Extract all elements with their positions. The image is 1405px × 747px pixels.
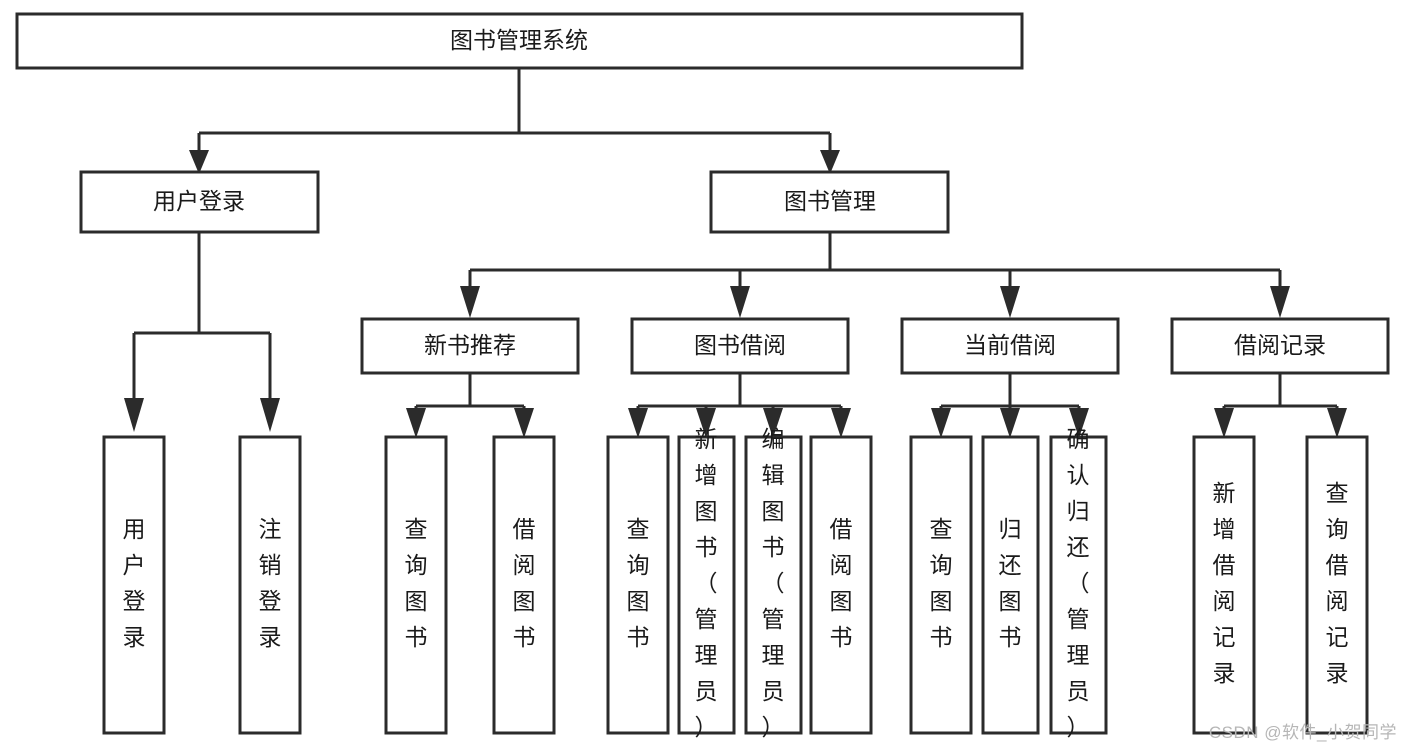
leaf-user-login-box[interactable]	[102, 435, 166, 735]
leaf-add-record-label: 新增借阅记录	[1213, 480, 1236, 686]
node-book-management[interactable]: 图书管理	[709, 170, 950, 234]
root-box[interactable]	[15, 12, 1024, 70]
book-management-label: 图书管理	[784, 188, 876, 214]
arrow-to-leaf-query-book-3	[931, 408, 951, 438]
borrow-record-label: 借阅记录	[1234, 332, 1326, 358]
book-borrow-label: 图书借阅	[694, 332, 786, 358]
node-leaf-user-login[interactable]: 用户登录	[102, 435, 166, 735]
leaf-query-book-3-label: 查询图书	[930, 516, 953, 650]
node-leaf-logout-login[interactable]: 注销登录	[238, 435, 302, 735]
node-borrow-record[interactable]: 借阅记录	[1170, 317, 1390, 375]
leaf-return-book-box[interactable]	[981, 435, 1040, 735]
user-login-box[interactable]	[79, 170, 320, 234]
node-leaf-add-book[interactable]: 新增图书（管理员）	[677, 426, 736, 740]
leaf-add-record-box[interactable]	[1192, 435, 1256, 735]
leaf-logout-login-label: 注销登录	[259, 516, 282, 650]
arrow-to-leaf-logout-login	[260, 398, 280, 432]
root-label: 图书管理系统	[450, 27, 588, 53]
book-management-box[interactable]	[709, 170, 950, 234]
node-leaf-confirm-return[interactable]: 确认归还（管理员）	[1049, 426, 1108, 740]
current-borrow-box[interactable]	[900, 317, 1120, 375]
node-leaf-edit-book[interactable]: 编辑图书（管理员）	[744, 426, 803, 740]
new-book-recommend-label: 新书推荐	[424, 332, 516, 358]
arrow-to-leaf-query-record	[1327, 408, 1347, 438]
leaf-borrow-book-2-label: 借阅图书	[830, 516, 853, 650]
arrow-to-current-borrow	[1000, 286, 1020, 318]
arrow-to-leaf-confirm-return	[1069, 408, 1089, 438]
arrow-to-leaf-return-book	[1000, 408, 1020, 438]
node-leaf-add-record[interactable]: 新增借阅记录	[1192, 435, 1256, 735]
book-borrow-box[interactable]	[630, 317, 850, 375]
leaf-confirm-return-label: 确认归还（管理员）	[1067, 426, 1090, 740]
arrow-to-leaf-query-book-1	[406, 408, 426, 438]
node-leaf-query-book-1[interactable]: 查询图书	[384, 435, 448, 735]
node-leaf-borrow-book-1[interactable]: 借阅图书	[492, 435, 556, 735]
leaf-borrow-book-1-box[interactable]	[492, 435, 556, 735]
arrow-to-leaf-borrow-book-2	[831, 408, 851, 438]
node-root-book-management-system[interactable]: 图书管理系统	[15, 12, 1024, 70]
leaf-query-book-1-label: 查询图书	[405, 516, 428, 650]
arrow-to-leaf-add-record	[1214, 408, 1234, 438]
leaf-return-book-label: 归还图书	[999, 516, 1022, 650]
arrow-to-user-login	[189, 150, 209, 174]
leaf-add-book-box[interactable]	[677, 435, 736, 735]
arrow-to-leaf-add-book	[696, 408, 716, 438]
arrow-to-leaf-user-login	[124, 398, 144, 432]
arrow-to-book-management	[820, 150, 840, 174]
user-login-label: 用户登录	[153, 188, 245, 214]
csdn-watermark: CSDN @软件_小贺同学	[1208, 723, 1397, 742]
leaf-query-book-2-box[interactable]	[606, 435, 670, 735]
node-leaf-query-book-3[interactable]: 查询图书	[909, 435, 973, 735]
new-book-recommend-box[interactable]	[360, 317, 580, 375]
arrow-to-book-borrow	[730, 286, 750, 318]
connector-layer	[124, 68, 1347, 438]
arrow-to-leaf-edit-book	[763, 408, 783, 438]
leaf-edit-book-box[interactable]	[744, 435, 803, 735]
arrow-to-leaf-borrow-book-1	[514, 408, 534, 438]
leaf-borrow-book-1-label: 借阅图书	[513, 516, 536, 650]
leaf-borrow-book-2-box[interactable]	[809, 435, 873, 735]
arrow-to-leaf-query-book-2	[628, 408, 648, 438]
node-leaf-return-book[interactable]: 归还图书	[981, 435, 1040, 735]
leaf-query-book-3-box[interactable]	[909, 435, 973, 735]
leaf-logout-login-box[interactable]	[238, 435, 302, 735]
leaf-query-book-1-box[interactable]	[384, 435, 448, 735]
arrow-to-borrow-record	[1270, 286, 1290, 318]
leaf-query-record-box[interactable]	[1305, 435, 1369, 735]
arrow-to-new-book-recommend	[460, 286, 480, 318]
node-leaf-query-record[interactable]: 查询借阅记录	[1305, 435, 1369, 735]
borrow-record-box[interactable]	[1170, 317, 1390, 375]
node-current-borrow[interactable]: 当前借阅	[900, 317, 1120, 375]
leaf-add-book-label: 新增图书（管理员）	[695, 426, 718, 740]
leaf-query-record-label: 查询借阅记录	[1326, 480, 1349, 686]
node-new-book-recommend[interactable]: 新书推荐	[360, 317, 580, 375]
node-user-login[interactable]: 用户登录	[79, 170, 320, 234]
leaf-user-login-label: 用户登录	[123, 516, 146, 650]
leaf-confirm-return-box[interactable]	[1049, 435, 1108, 735]
current-borrow-label: 当前借阅	[964, 332, 1056, 358]
node-leaf-query-book-2[interactable]: 查询图书	[606, 435, 670, 735]
node-book-borrow[interactable]: 图书借阅	[630, 317, 850, 375]
leaf-edit-book-label: 编辑图书（管理员）	[762, 426, 785, 740]
leaf-query-book-2-label: 查询图书	[627, 516, 650, 650]
node-leaf-borrow-book-2[interactable]: 借阅图书	[809, 435, 873, 735]
